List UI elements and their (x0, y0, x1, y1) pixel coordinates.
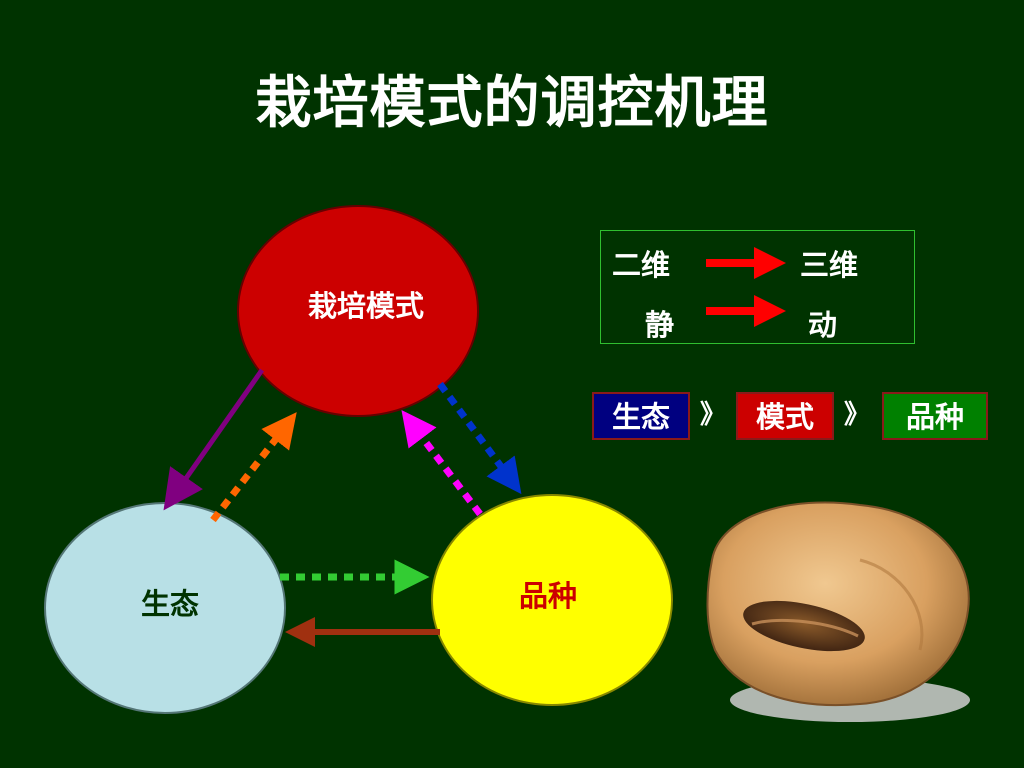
arrow-ecology-to-mode (210, 412, 297, 523)
dimension-from-2: 静 (645, 308, 675, 342)
priority-mode-tag: 模式 (736, 392, 834, 440)
variety-label: 品种 (519, 579, 577, 613)
arrow-mode-to-variety (437, 381, 522, 495)
dimension-to-2: 动 (808, 308, 838, 342)
priority-separator-2: 》 (844, 400, 871, 430)
dimension-from-1: 二维 (612, 248, 671, 282)
soybean-seed-icon (706, 501, 970, 722)
priority-separator-1: 》 (700, 400, 727, 430)
variety-node (431, 494, 673, 706)
priority-ecology-tag: 生态 (592, 392, 690, 440)
cultivation-mode-node (237, 205, 479, 417)
slide-title: 栽培模式的调控机理 (255, 71, 769, 136)
ecology-label: 生态 (141, 587, 199, 621)
dimension-box (600, 230, 915, 344)
arrow-mode-to-ecology (163, 368, 265, 511)
dimension-to-1: 三维 (800, 248, 859, 282)
arrow-variety-to-mode (401, 410, 483, 517)
cultivation-mode-label: 栽培模式 (308, 289, 424, 323)
priority-variety-tag: 品种 (882, 392, 988, 440)
